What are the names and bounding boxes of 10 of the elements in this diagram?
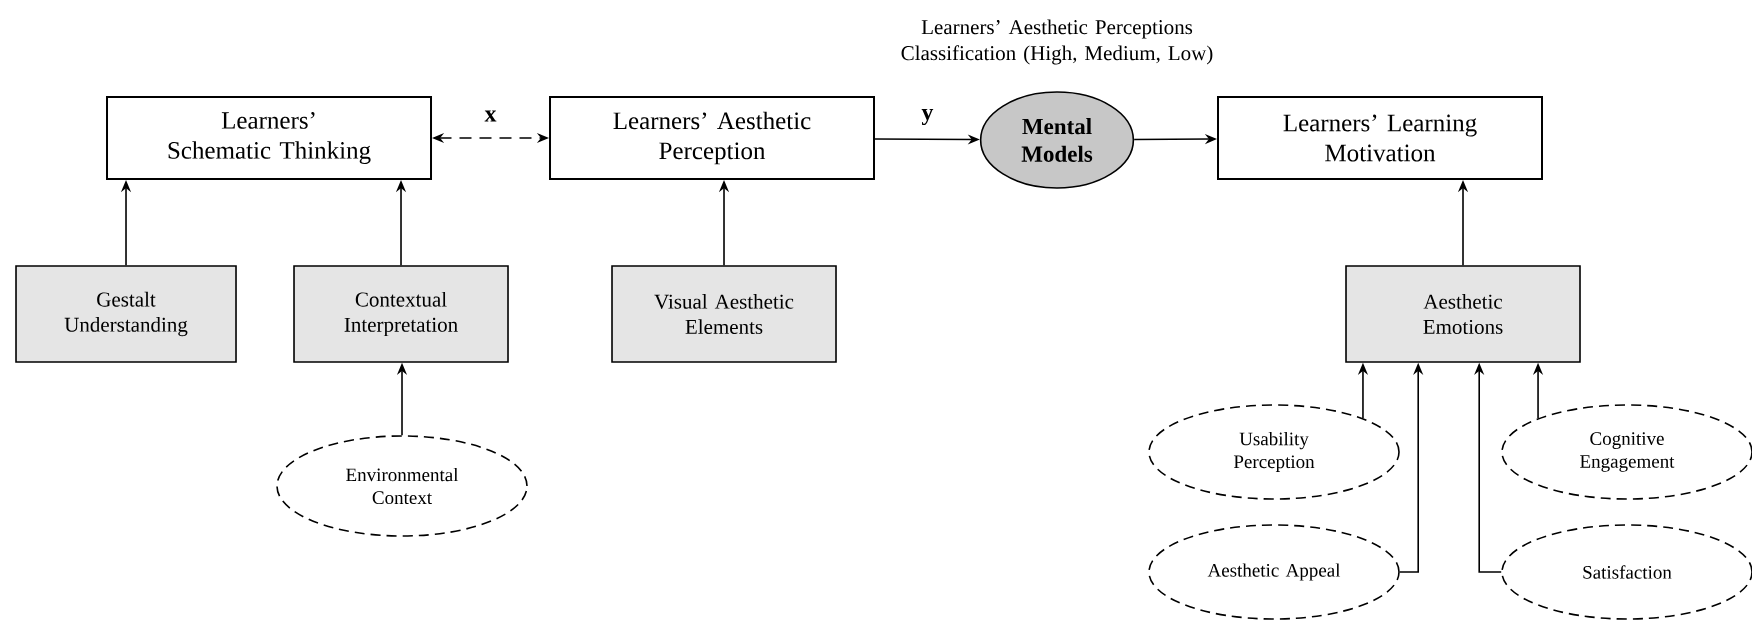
edge-label: x (484, 110, 497, 122)
concept-box: Learners’ Schematic Thinking (106, 96, 432, 180)
concept-box: Learners’ Aesthetic Perception (549, 96, 875, 180)
factor-box: Contextual Interpretation (293, 265, 509, 363)
factor-box: Visual Aesthetic Elements (611, 265, 837, 363)
factor-box: Gestalt Understanding (15, 265, 237, 363)
caption-text: Learners’ Aesthetic Perceptions Classification (High, Medium, Low) (901, 19, 1213, 65)
edge-label: y (921, 108, 934, 126)
factor-box: Aesthetic Emotions (1345, 265, 1581, 363)
concept-box: Learners’ Learning Motivation (1217, 96, 1543, 180)
